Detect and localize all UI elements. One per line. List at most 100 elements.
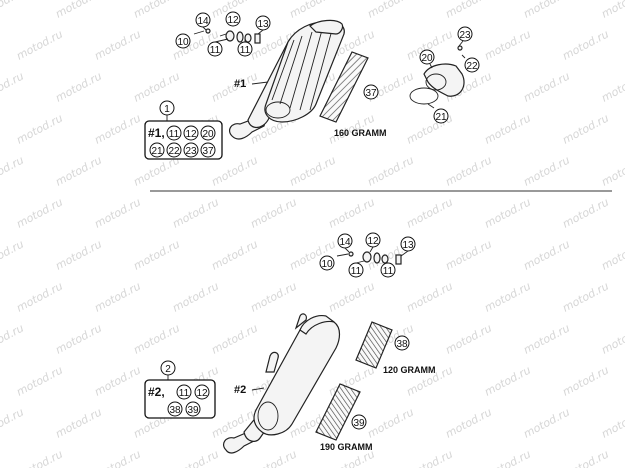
watermark-text: motod.ru: [170, 447, 221, 468]
watermark-text: motod.ru: [14, 27, 65, 62]
watermark-text: motod.ru: [560, 363, 611, 398]
part-callout: 22: [466, 61, 478, 72]
upper-kit-callout: 1: [159, 100, 175, 121]
part-callout: 12: [367, 236, 379, 247]
watermark-text: motod.ru: [521, 153, 572, 188]
upper-kit-row1: 11 12 20: [166, 125, 216, 141]
muffler-2-drawing: #2: [222, 313, 341, 454]
watermark-text: motod.ru: [0, 69, 26, 104]
watermark-text: motod.ru: [14, 447, 65, 468]
lower-kit-number: 2: [165, 364, 171, 375]
watermark-text: motod.ru: [248, 447, 299, 468]
part-callout: 14: [197, 16, 209, 27]
watermark-text: motod.ru: [287, 153, 338, 188]
part-callout: 12: [196, 388, 208, 399]
upper-kit-box: #1, 11 12 20 21 22 23 37: [144, 120, 223, 160]
watermark-text: motod.ru: [170, 195, 221, 230]
watermark-text: motod.ru: [14, 279, 65, 314]
lower-kit-label: #2,: [148, 385, 165, 399]
part-callout: 39: [187, 405, 199, 416]
lower-group: 14 12 13 10 11 11 2 #2, 11: [144, 232, 436, 454]
watermark-text: motod.ru: [53, 321, 104, 356]
watermark-text: motod.ru: [209, 321, 260, 356]
watermark-text: motod.ru: [482, 111, 533, 146]
part-callout: 22: [168, 146, 180, 157]
watermark-text: motod.ru: [131, 69, 182, 104]
packing-37-drawing: 37 160 GRAMM: [319, 51, 387, 138]
lower-small-hardware: 14 12 13 10 11 11: [319, 232, 416, 278]
watermark-text: motod.ru: [482, 27, 533, 62]
packing-37-weight: 160 GRAMM: [334, 128, 387, 138]
part-callout: 38: [169, 405, 181, 416]
packing-38-drawing: 38 120 GRAMM: [355, 321, 436, 375]
watermark-text: motod.ru: [560, 27, 611, 62]
watermark-text: motod.ru: [482, 363, 533, 398]
watermark-text: motod.ru: [92, 195, 143, 230]
watermark-text: motod.ru: [404, 279, 455, 314]
watermark-text: motod.ru: [521, 321, 572, 356]
watermark-text: motod.ru: [482, 447, 533, 468]
watermark-text: motod.ru: [365, 405, 416, 440]
watermark-text: motod.ru: [443, 153, 494, 188]
part-callout: 11: [169, 129, 180, 140]
watermark-text: motod.ru: [0, 0, 26, 21]
watermark-text: motod.ru: [131, 0, 182, 21]
watermark-text: motod.ru: [521, 405, 572, 440]
watermark-text: motod.ru: [443, 0, 494, 21]
part-callout: 21: [435, 112, 447, 123]
watermark-text: motod.ru: [560, 195, 611, 230]
watermark-text: motod.ru: [443, 321, 494, 356]
muffler-2-label: #2: [234, 384, 246, 396]
watermark-text: motod.ru: [521, 237, 572, 272]
watermark-text: motod.ru: [599, 237, 625, 272]
watermark-text: motod.ru: [53, 153, 104, 188]
watermark-text: motod.ru: [326, 195, 377, 230]
muffler-1-drawing: #1: [228, 19, 345, 140]
part-callout: 11: [179, 388, 190, 399]
lower-kit-callout: 2: [160, 360, 176, 380]
part-callout: 14: [339, 237, 351, 248]
watermark-text: motod.ru: [482, 279, 533, 314]
watermark-text: motod.ru: [287, 0, 338, 21]
watermark-text: motod.ru: [53, 405, 104, 440]
watermark-text: motod.ru: [599, 321, 625, 356]
upper-kit-number: 1: [164, 104, 170, 115]
watermark-text: motod.ru: [404, 447, 455, 468]
watermark-text: motod.ru: [521, 0, 572, 21]
watermark-text: motod.ru: [599, 153, 625, 188]
part-callout: 23: [185, 146, 197, 157]
part-callout: 39: [353, 418, 365, 429]
watermark-text: motod.ru: [14, 363, 65, 398]
watermark-text: motod.ru: [53, 69, 104, 104]
watermark-text: motod.ru: [131, 321, 182, 356]
upper-group: 1 #1, 11 12 20 21 22 23 37: [144, 11, 480, 160]
watermark-text: motod.ru: [599, 69, 625, 104]
part-callout: 13: [257, 19, 269, 30]
watermark-text: motod.ru: [170, 279, 221, 314]
part-callout: 20: [202, 129, 214, 140]
watermark-text: motod.ru: [92, 27, 143, 62]
part-callout: 38: [396, 339, 408, 350]
watermark-text: motod.ru: [521, 69, 572, 104]
watermark-text: motod.ru: [0, 405, 26, 440]
watermark-text: motod.ru: [14, 111, 65, 146]
end-cap-drawing: 23 20 22 21: [409, 26, 480, 124]
watermark-text: motod.ru: [599, 405, 625, 440]
watermark-text: motod.ru: [560, 111, 611, 146]
watermark-text: motod.ru: [443, 237, 494, 272]
watermark-text: motod.ru: [560, 447, 611, 468]
lower-kit-box: #2, 11 12 38 39: [144, 379, 216, 419]
watermark-text: motod.ru: [92, 447, 143, 468]
part-callout: 11: [240, 45, 251, 56]
packing-39-weight: 190 GRAMM: [320, 442, 373, 452]
watermark-text: motod.ru: [53, 0, 104, 21]
watermark-text: motod.ru: [404, 195, 455, 230]
part-callout: 13: [402, 240, 414, 251]
upper-kit-label: #1,: [148, 126, 165, 140]
part-callout: 37: [365, 88, 377, 99]
watermark-text: motod.ru: [365, 0, 416, 21]
watermark-text: motod.ru: [248, 279, 299, 314]
part-callout: 12: [185, 129, 197, 140]
